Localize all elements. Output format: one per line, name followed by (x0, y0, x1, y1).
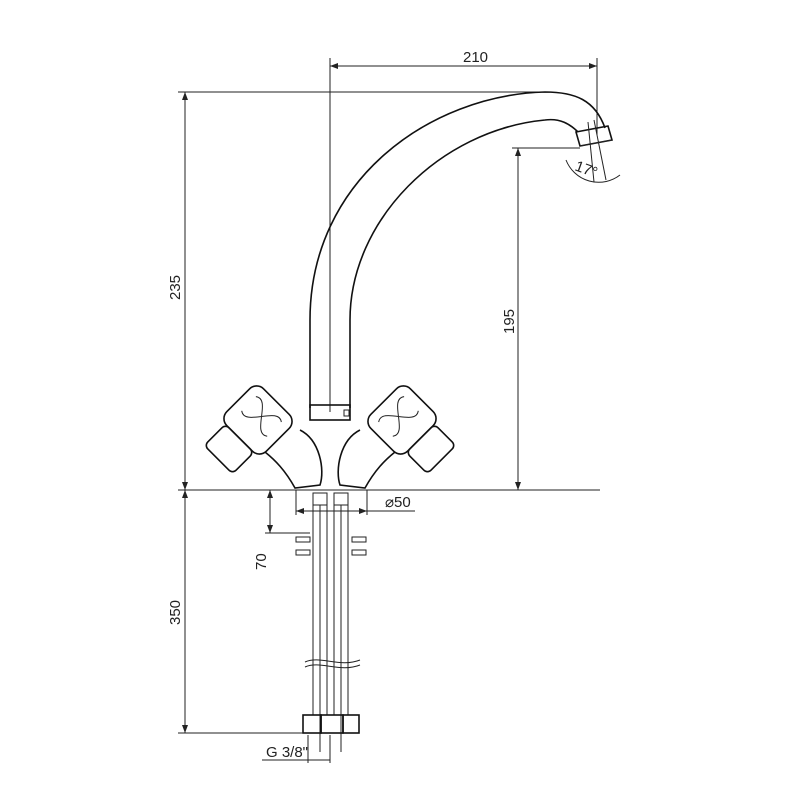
dim-label-17deg: 17° (573, 158, 600, 182)
left-handle (205, 385, 323, 489)
dim-label-diameter-50: ⌀50 (385, 494, 411, 511)
dimension-total-height: 235 (167, 91, 600, 491)
spout (309, 91, 614, 421)
dimension-shank-length: 70 (253, 490, 310, 570)
dim-label-235: 235 (167, 275, 184, 300)
dim-label-350: 350 (167, 600, 184, 625)
supply-hoses (295, 492, 367, 752)
dimension-outlet-height: 195 (501, 147, 580, 490)
right-handle (337, 385, 455, 489)
dimension-hose-length: 350 (167, 490, 303, 734)
dim-label-195: 195 (501, 309, 518, 334)
dim-label-210: 210 (463, 49, 488, 66)
dimension-thread: G 3/8" (262, 735, 331, 763)
dim-label-70: 70 (253, 553, 270, 570)
dimension-base-diameter: ⌀50 (295, 490, 415, 515)
dimension-spout-reach: 210 (329, 49, 598, 412)
dim-label-g38: G 3/8" (266, 744, 308, 761)
dimension-spout-angle: 17° (565, 119, 621, 183)
